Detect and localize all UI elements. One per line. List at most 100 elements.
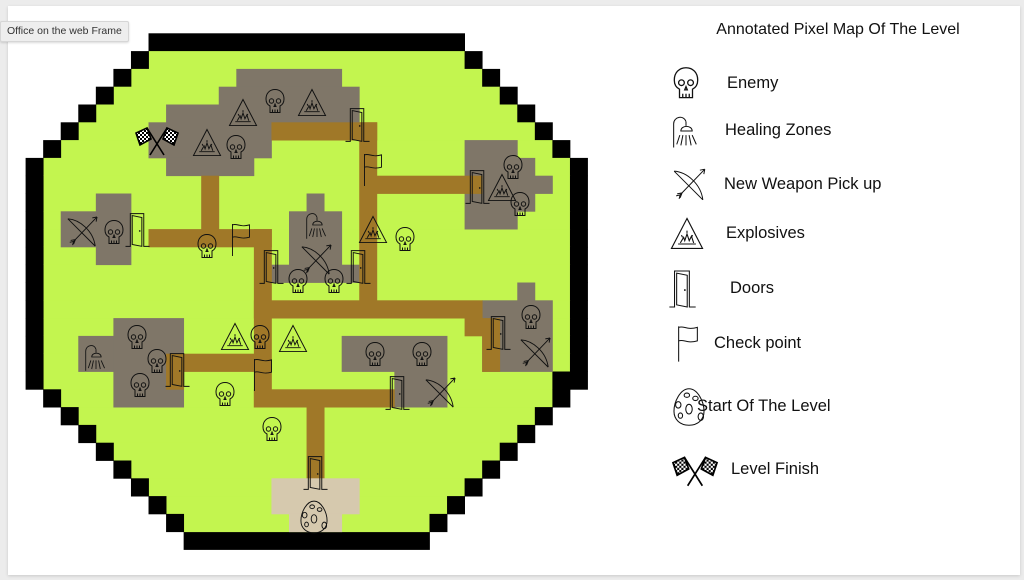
wall-tile [569,229,588,248]
wall-tile [130,51,149,70]
wall-tile [95,442,114,461]
wall-tile [25,264,44,283]
wall-tile [569,211,588,230]
corridor-tile [253,300,483,319]
wall-tile [569,371,588,390]
wall-tile [25,335,44,355]
ground-tile [148,51,465,70]
room-tile [517,157,536,212]
wall-tile [552,140,571,159]
wall-tile [25,157,44,177]
wall-tile [569,353,588,372]
legend-label: Healing Zones [725,121,832,139]
wall-tile [482,68,501,88]
door-icon [669,270,697,308]
wall-tile [447,496,465,515]
wall-tile [25,193,44,212]
wall-tile [499,86,518,105]
room-tile [218,86,360,105]
flag-icon [678,325,698,363]
wall-tile [25,211,44,230]
wall-tile [25,353,44,372]
wall-tile [569,300,588,319]
wall-tile [78,104,97,123]
skull-icon [673,67,699,99]
room-tile [289,211,343,266]
room-tile [341,335,448,372]
wall-tile [569,246,588,266]
explosive-warning-icon [670,217,704,250]
wall-tile [113,460,132,479]
wall-tile [569,264,588,283]
wall-tile [43,140,62,159]
wall-tile [569,282,588,301]
room-tile [271,264,360,283]
corridor-tile [166,353,255,372]
legend-label: Level Finish [731,460,820,478]
legend-label: New Weapon Pick up [724,175,882,193]
wall-tile [78,424,97,444]
wall-tile [534,122,553,141]
start-room-tile [271,478,360,515]
wall-tile [552,371,571,390]
frame-tooltip: Office on the web Frame [0,21,129,42]
wall-tile [534,407,553,426]
wall-tile [43,389,62,408]
wall-tile [569,175,588,194]
room-tile [95,246,132,266]
shower-icon [673,116,697,148]
room-tile [306,193,325,212]
wall-tile [60,122,79,141]
ground-tile [43,282,571,301]
corridor-tile [253,389,395,408]
bow-arrow-icon [673,168,706,201]
wall-tile [552,389,571,408]
wall-tile [25,318,44,337]
wall-tile [113,68,132,88]
wall-tile [183,531,430,550]
wall-tile [569,157,588,177]
room-tile [534,175,553,194]
room-tile [166,104,360,123]
wall-tile [148,33,465,52]
corridor-tile [359,122,378,301]
legend-label: Check point [714,334,802,352]
wall-tile [25,229,44,248]
wall-tile [60,407,79,426]
wall-tile [482,460,501,479]
wall-tile [25,300,44,319]
wall-tile [569,318,588,337]
wall-tile [517,424,536,444]
corridor-tile [166,371,185,390]
room-tile [394,371,448,408]
wall-tile [499,442,518,461]
wall-tile [148,496,167,515]
legend-label: Enemy [727,74,779,92]
wall-tile [517,104,536,123]
checkered-flags-icon [672,456,718,487]
wall-tile [25,175,44,194]
room-tile [95,193,132,212]
wall-tile [25,282,44,301]
corridor-tile [201,175,220,230]
wall-tile [464,51,483,70]
wall-tile [569,335,588,355]
wall-tile [166,513,185,533]
room-tile [166,157,255,177]
corridor-tile [464,318,483,337]
wall-tile [25,371,44,390]
wall-tile [429,513,448,533]
wall-tile [95,86,114,105]
wall-tile [464,478,483,497]
legend-label: Explosives [726,224,805,242]
corridor-tile [148,229,272,248]
legend-label: Start Of The Level [697,397,831,415]
wall-tile [25,246,44,266]
wall-tile [130,478,149,497]
room-tile [236,68,343,88]
legend-label: Doors [730,279,775,297]
corridor-tile [376,175,483,194]
wall-tile [569,193,588,212]
legend-title: Annotated Pixel Map Of The Level [716,21,960,38]
